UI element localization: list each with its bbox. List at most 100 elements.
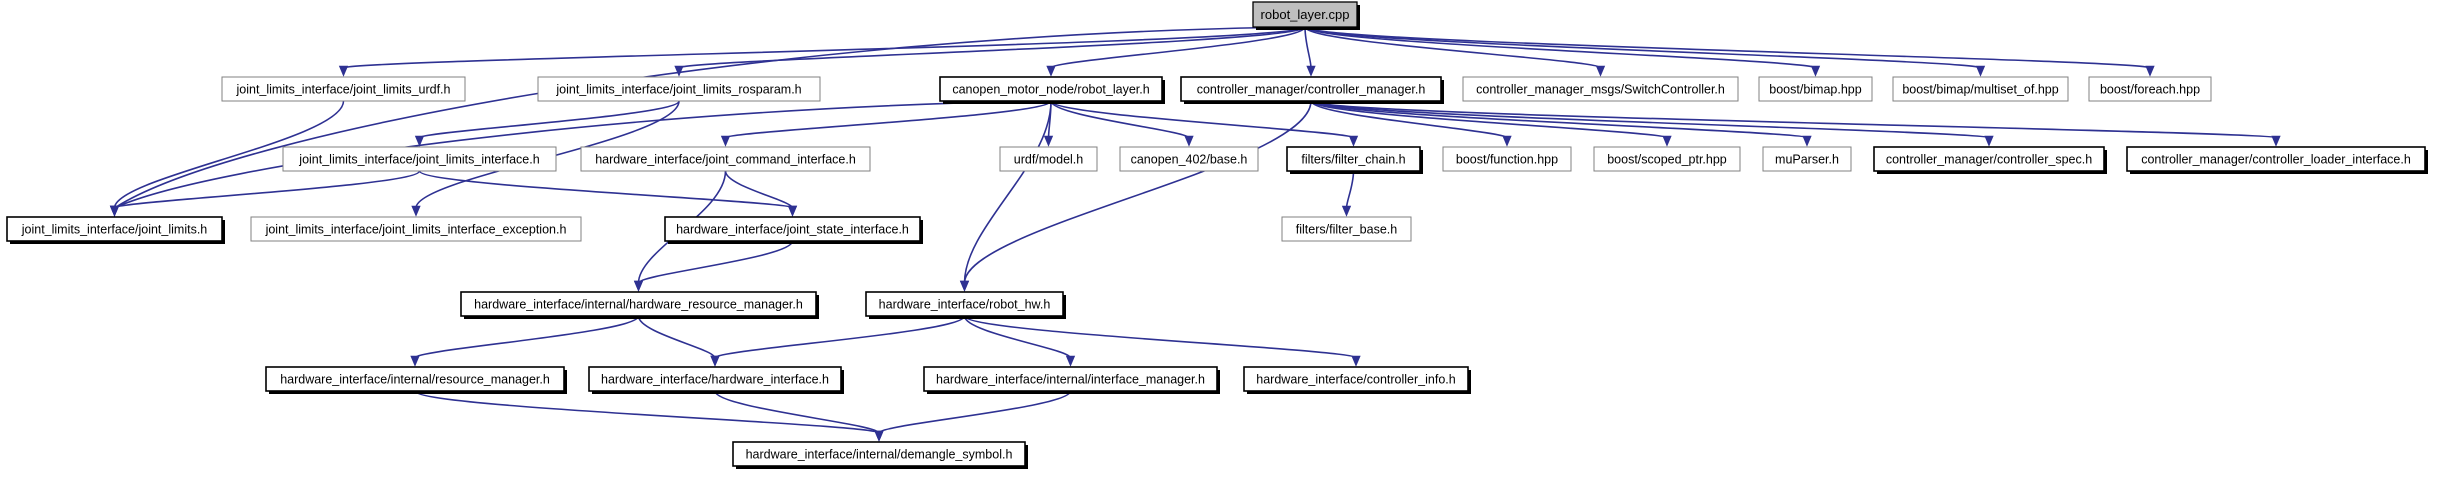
edge-n4-n17	[1310, 100, 1994, 147]
node-label: hardware_interface/internal/interface_ma…	[936, 372, 1205, 386]
graph-node-n21[interactable]: hardware_interface/joint_state_interface…	[664, 216, 923, 244]
node-box[interactable]	[1243, 366, 1469, 392]
node-label: hardware_interface/robot_hw.h	[879, 297, 1051, 311]
node-box[interactable]	[1286, 146, 1421, 172]
edge-n3-n10	[720, 100, 1052, 147]
node-label: boost/bimap/multiset_of.hpp	[1902, 82, 2058, 96]
edge-n23-n25	[410, 315, 640, 367]
node-box[interactable]	[6, 216, 223, 242]
node-box[interactable]	[250, 216, 582, 242]
node-box[interactable]	[537, 76, 821, 102]
node-box[interactable]	[1762, 146, 1852, 172]
node-layer: robot_layer.cpp joint_limits_interface/jo…	[6, 1, 2428, 469]
node-label: filters/filter_base.h	[1296, 222, 1397, 236]
edge-n4-n24	[959, 100, 1312, 292]
edge-n4-n15	[1310, 100, 1672, 147]
node-box[interactable]	[939, 76, 1163, 102]
edge-n3-n12	[1050, 100, 1194, 147]
edge-n0-n5	[1304, 26, 1606, 77]
graph-node-n19[interactable]: joint_limits_interface/joint_limits.h	[6, 216, 225, 244]
graph-node-n5[interactable]: controller_manager_msgs/SwitchController…	[1462, 76, 1739, 102]
edge-n27-n29	[874, 390, 1072, 442]
graph-node-n20[interactable]: joint_limits_interface/joint_limits_inte…	[250, 216, 582, 242]
graph-node-n7[interactable]: boost/bimap/multiset_of.hpp	[1892, 76, 2069, 102]
node-box[interactable]	[1873, 146, 2105, 172]
graph-node-n18[interactable]: controller_manager/controller_loader_int…	[2126, 146, 2428, 174]
edge-n3-n24	[959, 100, 1052, 292]
graph-node-n1[interactable]: joint_limits_interface/joint_limits_urdf…	[221, 76, 466, 102]
node-box[interactable]	[282, 146, 557, 172]
node-label: urdf/model.h	[1014, 152, 1084, 166]
graph-node-n29[interactable]: hardware_interface/internal/demangle_sym…	[732, 441, 1028, 469]
node-box[interactable]	[1180, 76, 1442, 102]
graph-node-n22[interactable]: filters/filter_base.h	[1281, 216, 1412, 242]
graph-node-n23[interactable]: hardware_interface/internal/hardware_res…	[460, 291, 819, 319]
node-label: canopen_402/base.h	[1131, 152, 1248, 166]
node-box[interactable]	[1281, 216, 1412, 242]
edge-n24-n26	[710, 315, 966, 367]
edge-n0-n19	[109, 26, 1306, 217]
node-label: hardware_interface/internal/resource_man…	[280, 372, 550, 386]
node-box[interactable]	[265, 366, 565, 392]
graph-node-n17[interactable]: controller_manager/controller_spec.h	[1873, 146, 2107, 174]
node-box[interactable]	[2088, 76, 2212, 102]
node-box[interactable]	[1462, 76, 1739, 102]
node-label: filters/filter_chain.h	[1301, 152, 1405, 166]
graph-node-n4[interactable]: controller_manager/controller_manager.h	[1180, 76, 1444, 104]
graph-node-n15[interactable]: boost/scoped_ptr.hpp	[1593, 146, 1741, 172]
node-label: joint_limits_interface/joint_limits_urdf…	[236, 82, 451, 96]
graph-node-n0[interactable]: robot_layer.cpp	[1252, 1, 1360, 30]
node-label: joint_limits_interface/joint_limits_inte…	[298, 152, 539, 166]
edge-n0-n2	[674, 26, 1306, 77]
node-label: boost/foreach.hpp	[2100, 82, 2200, 96]
node-label: controller_manager/controller_manager.h	[1197, 82, 1426, 96]
edge-n13-n22	[1341, 170, 1355, 217]
graph-node-n11[interactable]: urdf/model.h	[999, 146, 1098, 172]
graph-node-n13[interactable]: filters/filter_chain.h	[1286, 146, 1423, 174]
graph-node-n9[interactable]: joint_limits_interface/joint_limits_inte…	[282, 146, 557, 172]
graph-node-n28[interactable]: hardware_interface/controller_info.h	[1243, 366, 1471, 394]
node-box[interactable]	[1252, 1, 1358, 28]
graph-node-n26[interactable]: hardware_interface/hardware_interface.h	[588, 366, 844, 394]
edge-n25-n29	[414, 390, 884, 442]
edge-n21-n23	[633, 240, 794, 292]
node-label: controller_manager/controller_loader_int…	[2141, 152, 2411, 166]
node-label: boost/function.hpp	[1456, 152, 1558, 166]
node-box[interactable]	[1892, 76, 2069, 102]
graph-node-n10[interactable]: hardware_interface/joint_command_interfa…	[580, 146, 871, 172]
node-box[interactable]	[923, 366, 1218, 392]
edge-n10-n21	[724, 170, 798, 217]
node-box[interactable]	[221, 76, 466, 102]
node-box[interactable]	[664, 216, 921, 242]
graph-node-n6[interactable]: boost/bimap.hpp	[1758, 76, 1873, 102]
node-label: hardware_interface/controller_info.h	[1256, 372, 1455, 386]
node-box[interactable]	[2126, 146, 2426, 172]
node-box[interactable]	[999, 146, 1098, 172]
node-box[interactable]	[865, 291, 1064, 317]
edge-n4-n16	[1310, 100, 1812, 147]
graph-node-n12[interactable]: canopen_402/base.h	[1119, 146, 1259, 172]
node-label: hardware_interface/joint_state_interface…	[676, 222, 909, 236]
edge-n0-n1	[338, 26, 1306, 77]
node-label: joint_limits_interface/joint_limits_inte…	[265, 222, 567, 236]
edge-n0-n3	[1046, 26, 1306, 77]
node-box[interactable]	[1119, 146, 1259, 172]
node-box[interactable]	[460, 291, 817, 317]
graph-node-n14[interactable]: boost/function.hpp	[1442, 146, 1572, 172]
node-box[interactable]	[1442, 146, 1572, 172]
graph-node-n3[interactable]: canopen_motor_node/robot_layer.h	[939, 76, 1165, 104]
graph-node-n2[interactable]: joint_limits_interface/joint_limits_rosp…	[537, 76, 821, 102]
graph-node-n24[interactable]: hardware_interface/robot_hw.h	[865, 291, 1066, 319]
node-label: muParser.h	[1775, 152, 1839, 166]
graph-node-n27[interactable]: hardware_interface/internal/interface_ma…	[923, 366, 1220, 394]
node-box[interactable]	[588, 366, 842, 392]
node-box[interactable]	[1593, 146, 1741, 172]
graph-node-n8[interactable]: boost/foreach.hpp	[2088, 76, 2212, 102]
graph-node-n25[interactable]: hardware_interface/internal/resource_man…	[265, 366, 567, 394]
graph-node-n16[interactable]: muParser.h	[1762, 146, 1852, 172]
node-box[interactable]	[580, 146, 871, 172]
edge-n4-n14	[1310, 100, 1512, 147]
node-box[interactable]	[1758, 76, 1873, 102]
node-box[interactable]	[732, 441, 1026, 467]
